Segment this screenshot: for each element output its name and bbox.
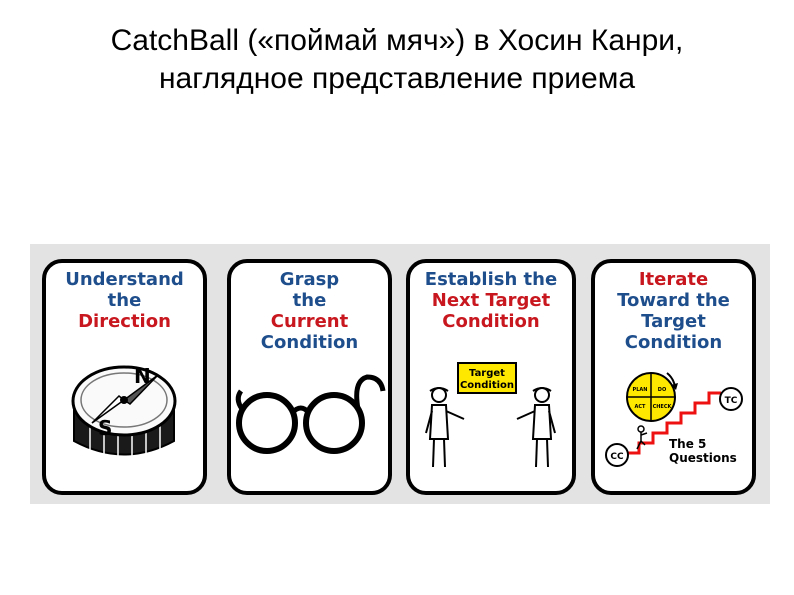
- climbing-figure: [636, 425, 648, 450]
- card-3-line-3: Condition: [442, 311, 540, 332]
- card-2-label: Grasp the Current Condition: [231, 269, 388, 353]
- compass-north-letter: N: [134, 364, 151, 388]
- card-2-line-3: Current: [270, 311, 349, 332]
- tc-label: TC: [725, 396, 738, 406]
- card-1-line-2: the: [107, 290, 142, 311]
- card-3-label: Establish the Next Target Condition: [410, 269, 572, 332]
- card-establish-next-target: Establish the Next Target Condition Targ…: [406, 259, 576, 495]
- compass-icon: N S: [71, 364, 177, 457]
- staircase-icon: PLAN DO CHECK ACT CC TC The 5 Questions: [605, 372, 743, 467]
- pdca-plan: PLAN: [633, 387, 648, 393]
- card-4-line-3: Target: [641, 311, 706, 332]
- card-1-line-3: Direction: [78, 311, 171, 332]
- card-2-line-4: Condition: [260, 332, 359, 353]
- card-2-line-1: Grasp: [279, 269, 340, 290]
- card-3-line-2: Next Target: [431, 290, 551, 311]
- pdca-do: DO: [658, 387, 666, 393]
- five-questions-line-1: The 5: [669, 437, 706, 451]
- right-person-figure: [516, 387, 556, 468]
- card-iterate-toward-target: Iterate Toward the Target Condition PLAN…: [591, 259, 756, 495]
- pdca-act: ACT: [635, 404, 647, 410]
- card-grasp-current-condition: Grasp the Current Condition: [227, 259, 392, 495]
- slide-title: CatchBall («поймай мяч») в Хосин Канри, …: [0, 22, 794, 98]
- card-1-label: Understand the Direction: [46, 269, 203, 332]
- pdca-wheel: PLAN DO CHECK ACT: [626, 372, 678, 422]
- card-2-line-2: the: [292, 290, 327, 311]
- glasses-icon: [235, 374, 386, 454]
- card-4-line-2: Toward the: [617, 290, 730, 311]
- compass-south-letter: S: [98, 416, 112, 440]
- sign-line-2: Condition: [460, 380, 514, 391]
- card-understand-direction: Understand the Direction N S: [42, 259, 207, 495]
- left-person-figure: [425, 387, 465, 468]
- title-line-1: CatchBall («поймай мяч») в Хосин Канри,: [110, 24, 684, 57]
- cc-circle: [605, 443, 629, 467]
- people-pointing-icon: Target Condition: [425, 362, 556, 468]
- tc-circle: [719, 387, 743, 411]
- card-1-line-1: Understand: [65, 269, 184, 290]
- title-line-2: наглядное представление приема: [158, 62, 636, 95]
- card-4-label: Iterate Toward the Target Condition: [595, 269, 752, 353]
- card-3-line-1: Establish the: [424, 269, 558, 290]
- red-stairs: [625, 391, 721, 455]
- card-4-line-1: Iterate: [638, 269, 709, 290]
- target-condition-sign: [457, 362, 517, 394]
- sign-line-1: Target: [469, 368, 505, 379]
- cc-label: CC: [610, 452, 624, 462]
- pdca-check: CHECK: [653, 404, 673, 410]
- card-4-line-4: Condition: [624, 332, 723, 353]
- five-questions-line-2: Questions: [669, 451, 737, 465]
